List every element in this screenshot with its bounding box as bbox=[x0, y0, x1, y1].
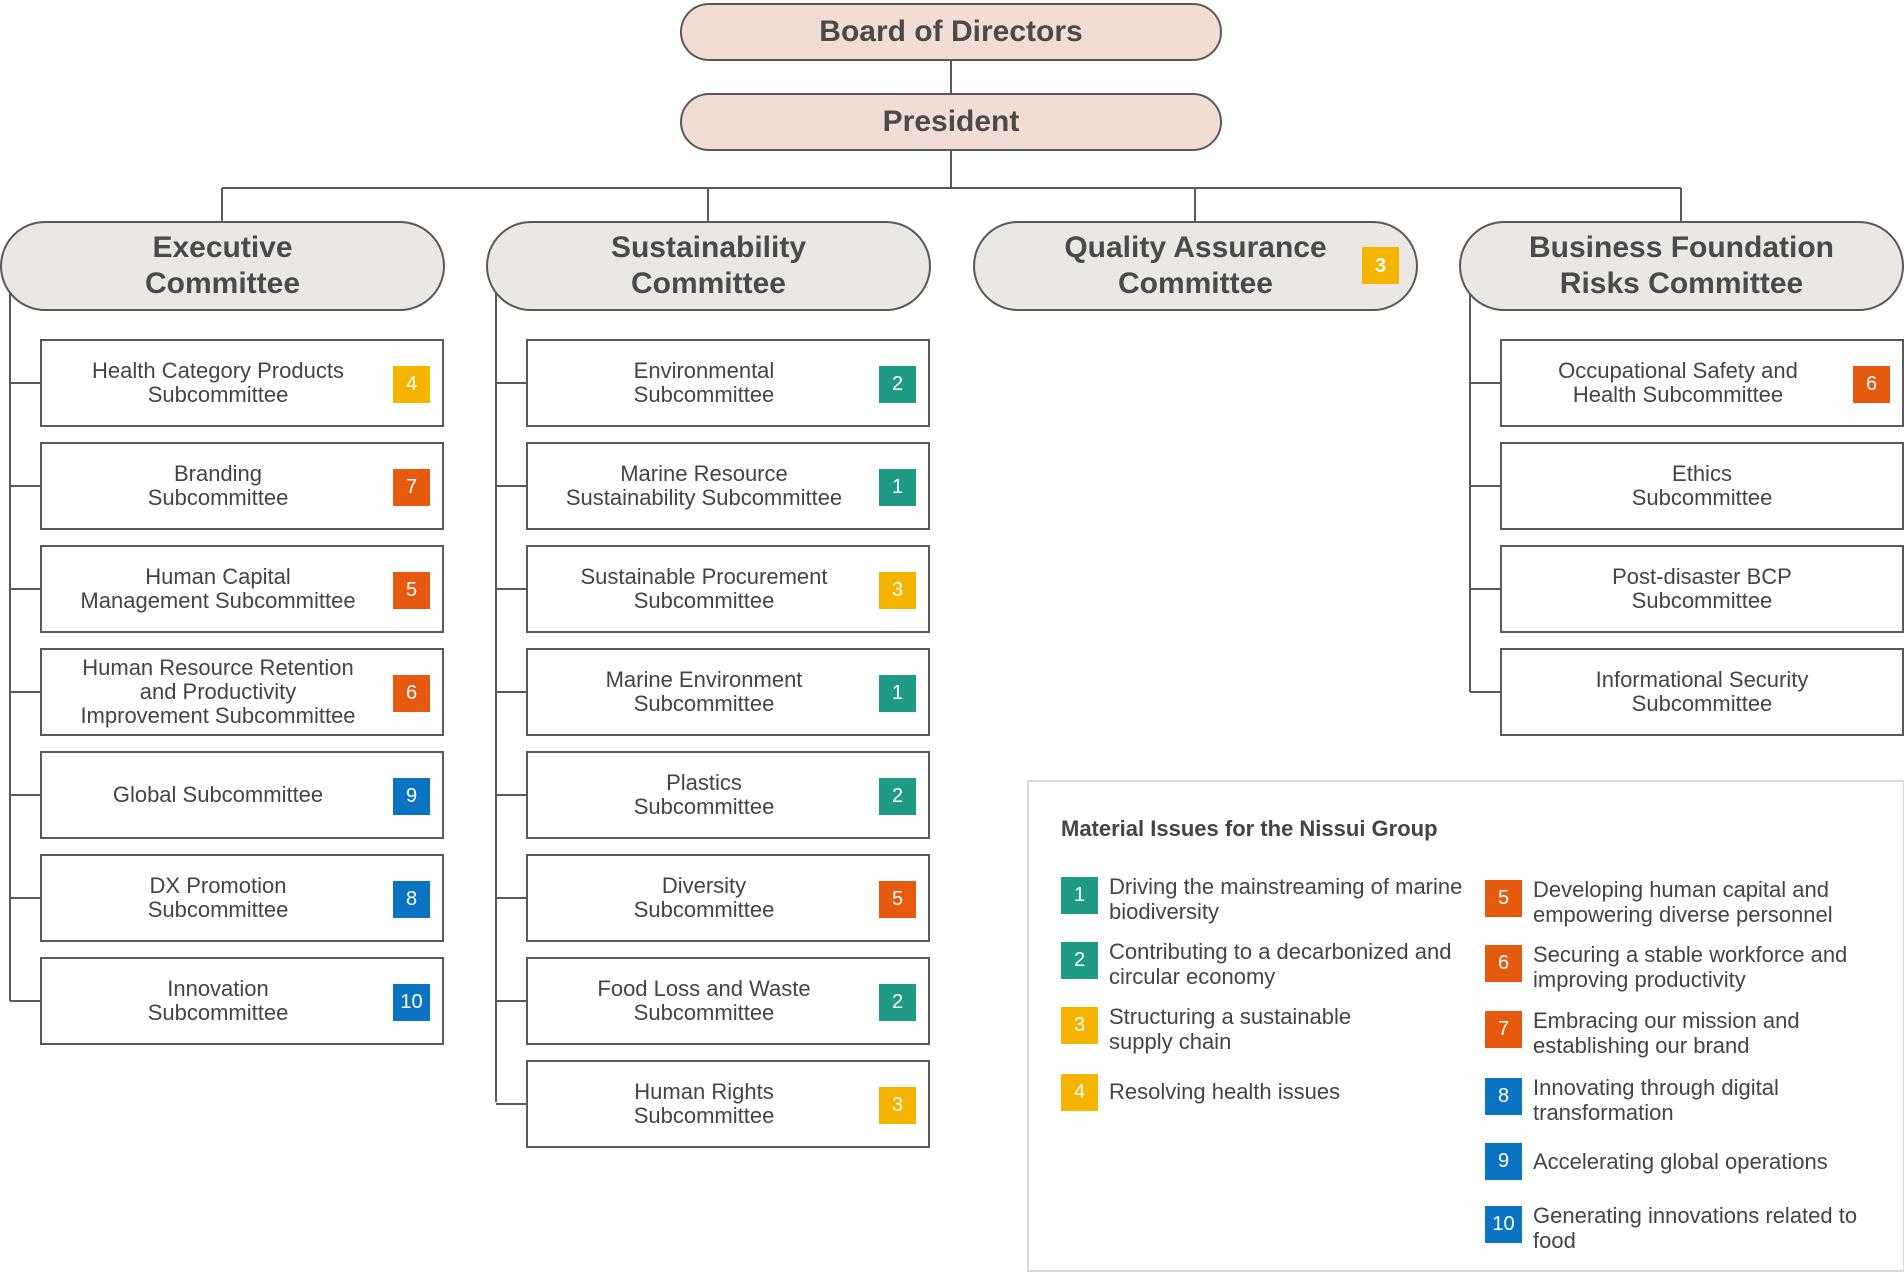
subcommittee-label: Global Subcommittee bbox=[112, 782, 324, 807]
material-issue-badge: 10 bbox=[1485, 1206, 1522, 1243]
material-issue-badge: 2 bbox=[879, 984, 916, 1021]
material-issue-badge: 3 bbox=[879, 572, 916, 609]
subcommittee-global: Global Subcommittee 9 bbox=[40, 751, 444, 839]
material-issue-badge: 4 bbox=[1061, 1074, 1098, 1111]
material-issue-badge: 6 bbox=[1853, 366, 1890, 403]
subcommittee-label: Human Capital Management Subcommittee bbox=[80, 564, 356, 613]
material-issues-legend: Material Issues for the Nissui Group 1 D… bbox=[1027, 780, 1904, 1272]
material-issue-badge: 9 bbox=[393, 778, 430, 815]
legend-item-text: Contributing to a decarbonized and circu… bbox=[1109, 939, 1452, 989]
subcommittee-label: Plastics Subcommittee bbox=[633, 770, 775, 819]
subcommittee-label: Innovation Subcommittee bbox=[147, 976, 289, 1025]
subcommittee-label: Marine Resource Sustainability Subcommit… bbox=[565, 461, 843, 510]
material-issue-badge: 1 bbox=[1061, 877, 1098, 914]
legend-item-text: Resolving health issues bbox=[1109, 1079, 1341, 1104]
subcommittee-environmental: Environmental Subcommittee 2 bbox=[526, 339, 930, 427]
subcommittee-human-resource-retention: Human Resource Retention and Productivit… bbox=[40, 648, 444, 736]
legend-item-text: Embracing our mission and establishing o… bbox=[1533, 1008, 1800, 1058]
president-box: President bbox=[680, 93, 1222, 151]
material-issue-badge: 2 bbox=[879, 778, 916, 815]
subcommittee-label: DX Promotion Subcommittee bbox=[147, 873, 289, 922]
sustainability-committee: Sustainability Committee bbox=[486, 221, 931, 311]
subcommittee-label: Health Category Products Subcommittee bbox=[92, 358, 344, 407]
subcommittee-health-category-products: Health Category Products Subcommittee 4 bbox=[40, 339, 444, 427]
subcommittee-label: Environmental Subcommittee bbox=[633, 358, 775, 407]
committee-label: Executive Committee bbox=[144, 231, 301, 300]
business-foundation-risks-committee: Business Foundation Risks Committee bbox=[1459, 221, 1904, 311]
legend-item-text: Developing human capital and empowering … bbox=[1533, 877, 1833, 927]
subcommittee-label: Post-disaster BCP Subcommittee bbox=[1612, 564, 1792, 613]
material-issue-badge: 4 bbox=[393, 366, 430, 403]
subcommittee-informational-security: Informational Security Subcommittee bbox=[1500, 648, 1904, 736]
material-issue-badge: 1 bbox=[879, 675, 916, 712]
subcommittee-plastics: Plastics Subcommittee 2 bbox=[526, 751, 930, 839]
material-issue-badge: 5 bbox=[393, 572, 430, 609]
material-issue-badge: 3 bbox=[1061, 1007, 1098, 1044]
material-issue-badge: 1 bbox=[879, 469, 916, 506]
subcommittee-marine-resource-sustainability: Marine Resource Sustainability Subcommit… bbox=[526, 442, 930, 530]
subcommittee-label: Sustainable Procurement Subcommittee bbox=[580, 564, 828, 613]
subcommittee-branding: Branding Subcommittee 7 bbox=[40, 442, 444, 530]
subcommittee-sustainable-procurement: Sustainable Procurement Subcommittee 3 bbox=[526, 545, 930, 633]
subcommittee-label: Diversity Subcommittee bbox=[633, 873, 775, 922]
quality-assurance-committee: Quality Assurance Committee 3 bbox=[973, 221, 1418, 311]
material-issue-badge: 6 bbox=[1485, 945, 1522, 982]
subcommittee-dx-promotion: DX Promotion Subcommittee 8 bbox=[40, 854, 444, 942]
subcommittee-label: Human Resource Retention and Productivit… bbox=[80, 655, 356, 728]
subcommittee-label: Marine Environment Subcommittee bbox=[605, 667, 803, 716]
material-issue-badge: 5 bbox=[1485, 880, 1522, 917]
legend-item-text: Generating innovations related to food bbox=[1533, 1203, 1858, 1253]
material-issue-badge: 8 bbox=[393, 881, 430, 918]
committee-label: Business Foundation Risks Committee bbox=[1528, 231, 1834, 300]
subcommittee-label: Food Loss and Waste Subcommittee bbox=[597, 976, 811, 1025]
subcommittee-label: Branding Subcommittee bbox=[147, 461, 289, 510]
material-issue-badge: 3 bbox=[1362, 247, 1399, 284]
material-issue-badge: 7 bbox=[393, 469, 430, 506]
subcommittee-human-rights: Human Rights Subcommittee 3 bbox=[526, 1060, 930, 1148]
subcommittee-post-disaster-bcp: Post-disaster BCP Subcommittee bbox=[1500, 545, 1904, 633]
legend-item-text: Structuring a sustainable supply chain bbox=[1109, 1004, 1352, 1054]
executive-committee: Executive Committee bbox=[0, 221, 445, 311]
committee-label: Quality Assurance Committee bbox=[1064, 231, 1327, 300]
subcommittee-occupational-safety-and-health: Occupational Safety and Health Subcommit… bbox=[1500, 339, 1904, 427]
subcommittee-label: Informational Security Subcommittee bbox=[1595, 667, 1809, 716]
legend-item-text: Innovating through digital transformatio… bbox=[1533, 1075, 1779, 1125]
subcommittee-diversity: Diversity Subcommittee 5 bbox=[526, 854, 930, 942]
material-issue-badge: 3 bbox=[879, 1087, 916, 1124]
subcommittee-ethics: Ethics Subcommittee bbox=[1500, 442, 1904, 530]
material-issue-badge: 7 bbox=[1485, 1011, 1522, 1048]
material-issue-badge: 8 bbox=[1485, 1078, 1522, 1115]
subcommittee-marine-environment: Marine Environment Subcommittee 1 bbox=[526, 648, 930, 736]
material-issue-badge: 10 bbox=[393, 984, 430, 1021]
legend-item-text: Accelerating global operations bbox=[1533, 1149, 1828, 1174]
subcommittee-human-capital-management: Human Capital Management Subcommittee 5 bbox=[40, 545, 444, 633]
committee-label: Sustainability Committee bbox=[610, 231, 807, 300]
legend-title: Material Issues for the Nissui Group bbox=[1061, 816, 1438, 841]
material-issue-badge: 2 bbox=[1061, 942, 1098, 979]
subcommittee-innovation: Innovation Subcommittee 10 bbox=[40, 957, 444, 1045]
material-issue-badge: 2 bbox=[879, 366, 916, 403]
board-of-directors-box: Board of Directors bbox=[680, 3, 1222, 61]
subcommittee-label: Ethics Subcommittee bbox=[1631, 461, 1773, 510]
board-of-directors-label: Board of Directors bbox=[819, 15, 1083, 48]
material-issue-badge: 6 bbox=[393, 675, 430, 712]
president-label: President bbox=[882, 105, 1020, 138]
subcommittee-food-loss-and-waste: Food Loss and Waste Subcommittee 2 bbox=[526, 957, 930, 1045]
legend-item-text: Securing a stable workforce and improvin… bbox=[1533, 942, 1848, 992]
material-issue-badge: 5 bbox=[879, 881, 916, 918]
legend-item-text: Driving the mainstreaming of marine biod… bbox=[1109, 874, 1463, 924]
material-issue-badge: 9 bbox=[1485, 1143, 1522, 1180]
subcommittee-label: Occupational Safety and Health Subcommit… bbox=[1558, 358, 1798, 407]
subcommittee-label: Human Rights Subcommittee bbox=[633, 1079, 775, 1128]
